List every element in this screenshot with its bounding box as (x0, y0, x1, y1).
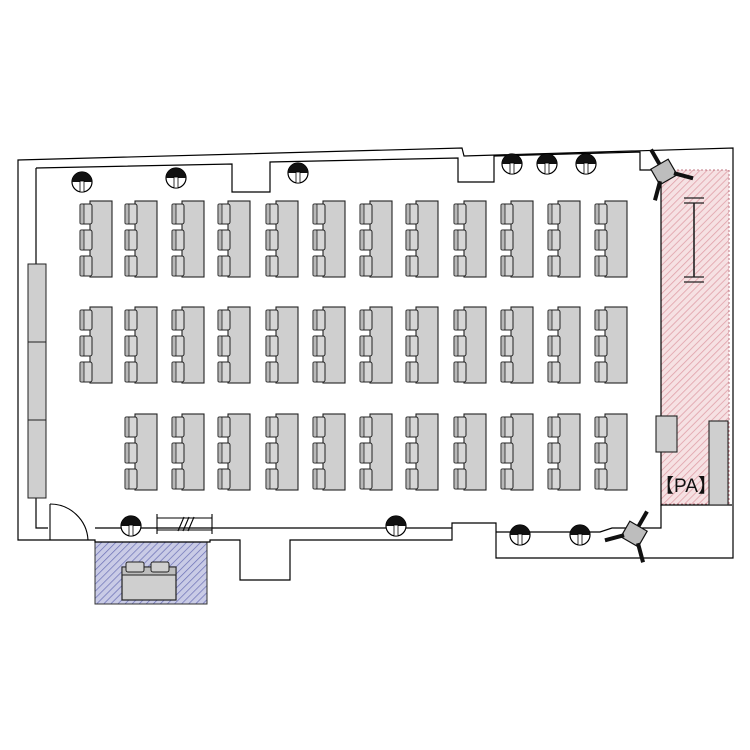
desk-unit (312, 413, 346, 491)
desk-unit (500, 306, 534, 384)
desk-unit (594, 200, 628, 278)
desk-unit (405, 413, 439, 491)
desk-unit (547, 413, 581, 491)
ceiling-light-icon (536, 153, 558, 175)
desk-unit (547, 200, 581, 278)
desk-unit (171, 200, 205, 278)
pa-equipment-right (708, 420, 729, 506)
desk-unit (359, 200, 393, 278)
desk-unit (453, 306, 487, 384)
desk-unit (124, 413, 158, 491)
lectern-stand (684, 197, 704, 283)
ceiling-light-icon (501, 153, 523, 175)
desk-unit (171, 413, 205, 491)
desk-unit (405, 306, 439, 384)
ceiling-light-icon (575, 153, 597, 175)
ceiling-light-icon (287, 162, 309, 184)
desk-unit (359, 413, 393, 491)
left-wall-panels (27, 263, 47, 499)
ceiling-light-icon (120, 515, 142, 537)
desk-unit (217, 306, 251, 384)
desk-unit (453, 413, 487, 491)
desk-unit (405, 200, 439, 278)
ceiling-light-icon (165, 167, 187, 189)
reception-sofa (121, 561, 177, 601)
seating-area (79, 200, 628, 491)
desk-unit (312, 306, 346, 384)
desk-unit (312, 200, 346, 278)
ceiling-light-icon (509, 524, 531, 546)
ceiling-lights (71, 153, 597, 546)
desk-unit (79, 306, 113, 384)
ceiling-light-icon (71, 171, 93, 193)
ceiling-light-icon (569, 524, 591, 546)
desk-unit (265, 413, 299, 491)
desk-unit (547, 306, 581, 384)
ceiling-light-icon (385, 515, 407, 537)
desk-unit (359, 306, 393, 384)
desk-unit (265, 200, 299, 278)
door-swing-icon (49, 503, 89, 541)
desk-unit (171, 306, 205, 384)
desk-unit (79, 200, 113, 278)
desk-unit (594, 413, 628, 491)
desk-unit (265, 306, 299, 384)
desk-unit (124, 306, 158, 384)
desk-unit (500, 200, 534, 278)
speaker-icon (649, 148, 694, 201)
coat-rack (156, 514, 213, 534)
desk-unit (124, 200, 158, 278)
pa-equipment-left (655, 415, 678, 453)
desk-unit (453, 200, 487, 278)
desk-unit (217, 413, 251, 491)
desk-unit (594, 306, 628, 384)
desk-unit (500, 413, 534, 491)
desk-unit (217, 200, 251, 278)
pa-label: 【PA】 (655, 475, 717, 497)
speaker-icon (604, 510, 649, 563)
